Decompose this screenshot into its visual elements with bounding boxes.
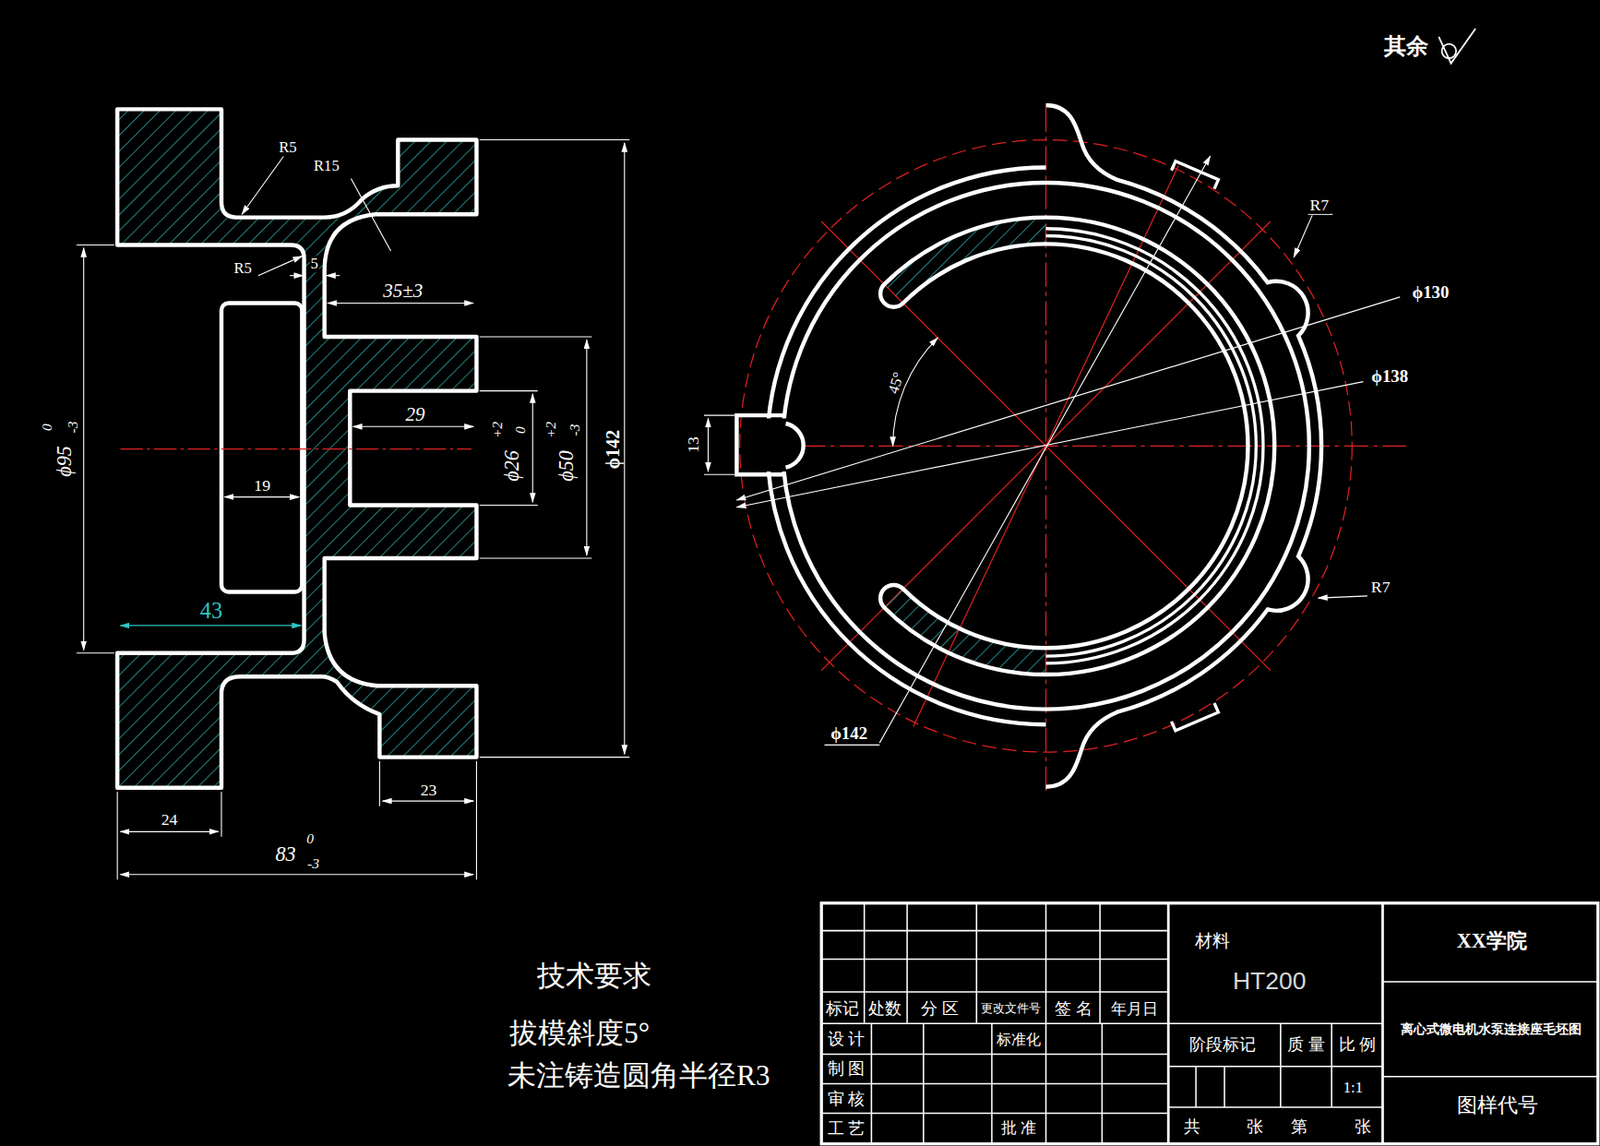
title-block-cell: 工 艺	[826, 1120, 866, 1138]
title-block-cell: 处数	[867, 999, 903, 1017]
tolerance-text: 0	[305, 831, 315, 847]
radius-text: R7	[1309, 196, 1331, 215]
title-block-cell: 设 计	[826, 1030, 866, 1049]
title-block-cell: 阶段标记	[1188, 1036, 1257, 1054]
title-block-cell: HT200	[1231, 968, 1308, 995]
radius-text: R7	[1370, 578, 1392, 597]
title-block-cell: 共	[1182, 1118, 1202, 1136]
center-lines	[740, 107, 1407, 791]
title-block-cell: 批 准	[1000, 1120, 1038, 1136]
note-text: 其余	[1383, 34, 1430, 59]
title-block-cell: 更改文件号	[979, 1002, 1042, 1015]
dimension-text: ϕ50	[555, 450, 577, 484]
dimension-text: 83	[274, 843, 298, 865]
title-block-cell: 张	[1245, 1118, 1265, 1136]
tolerance-text: -3	[64, 420, 80, 435]
dimension-text: ϕ130	[1410, 284, 1450, 303]
title-block	[821, 903, 1599, 1145]
section-view	[117, 108, 477, 788]
radius-text: R5	[233, 260, 253, 276]
title-block-cell: 年月日	[1110, 1001, 1159, 1017]
title-block-cell: 分 区	[919, 999, 959, 1017]
title-block-cell: 第	[1289, 1118, 1309, 1136]
title-block-cell: 标记	[824, 999, 860, 1017]
title-block-cell: 质 量	[1286, 1036, 1326, 1054]
tolerance-text: +2	[489, 419, 504, 439]
radius-text: R5	[277, 140, 298, 156]
tolerance-text: 0	[513, 425, 528, 435]
title-block-cell: XX学院	[1456, 930, 1529, 952]
title-block-cell: 1:1	[1342, 1079, 1364, 1096]
title-block-cell: 张	[1353, 1118, 1373, 1136]
title-block-cell: 标准化	[995, 1032, 1042, 1048]
dimension-lines	[704, 155, 1400, 745]
dimension-text: ϕ26	[501, 450, 524, 484]
note-text: 拔模斜度5°	[508, 1018, 651, 1050]
roughness-symbol	[1438, 28, 1476, 64]
dimension-line	[119, 624, 301, 626]
angle-text: 45°	[884, 369, 908, 396]
title-block-cell: 制 图	[826, 1060, 866, 1078]
title-block-cell: 审 核	[826, 1090, 866, 1109]
title-block-cell: 比 例	[1337, 1036, 1377, 1054]
dimension-text: 43	[199, 599, 224, 624]
dimension-text: 19	[252, 477, 272, 495]
title-block-cell: 材料	[1194, 931, 1231, 951]
note-heading: 技术要求	[536, 961, 653, 992]
title-block-cell: 签 名	[1053, 999, 1093, 1017]
dimension-text: ϕ95	[53, 444, 75, 478]
tolerance-text: 0	[39, 423, 55, 433]
dimension-text: 29	[405, 404, 427, 425]
dimension-text: 24	[160, 811, 180, 829]
dimension-text: 5	[309, 256, 319, 273]
dimension-text: ϕ138	[1370, 367, 1409, 386]
note-text: 未注铸造圆角半径R3	[506, 1060, 771, 1091]
radius-text: R15	[312, 158, 341, 175]
dimension-text: ϕ142	[829, 724, 869, 743]
dimension-lines	[76, 140, 630, 881]
dimension-text: ϕ142	[602, 428, 622, 469]
end-view	[736, 105, 1322, 788]
dimension-text: 13	[684, 435, 703, 454]
dimension-text: 35±3	[382, 280, 424, 301]
title-block-cell: 图样代号	[1456, 1094, 1540, 1116]
drawing-title: 离心式微电机水泵连接座毛坯图	[1399, 1022, 1583, 1037]
tolerance-text: -3	[566, 422, 582, 437]
tolerance-text: -3	[306, 855, 321, 871]
dimension-text: 23	[419, 781, 439, 800]
tolerance-text: +2	[543, 419, 559, 439]
